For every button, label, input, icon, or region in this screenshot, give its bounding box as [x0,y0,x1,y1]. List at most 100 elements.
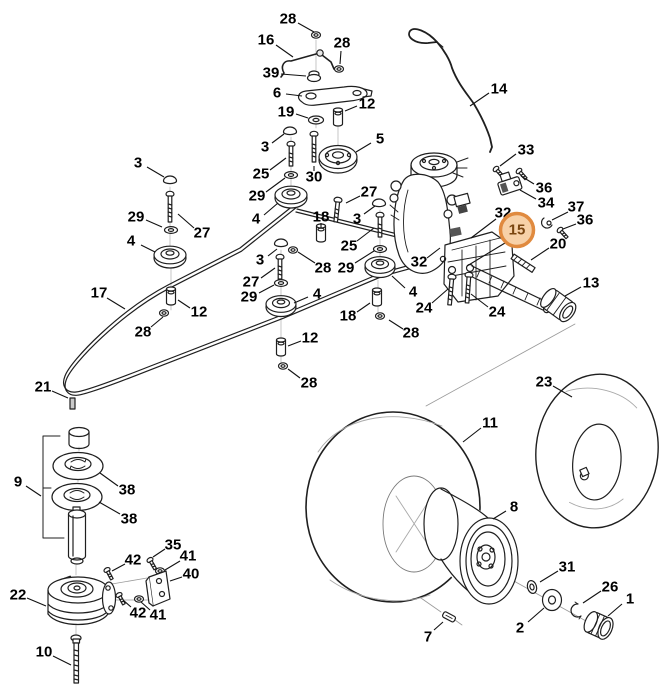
callout-17[interactable]: 17 [91,285,126,310]
callout-27[interactable]: 27 [243,267,276,291]
callout-3[interactable]: 3 [353,205,376,228]
callout-36[interactable]: 36 [520,175,552,197]
leader-line [492,510,507,520]
part-number: 9 [14,474,22,491]
spring-rod-16 [280,53,335,78]
callout-8[interactable]: 8 [492,499,518,520]
callout-1[interactable]: 1 [607,591,634,617]
callout-35[interactable]: 35 [152,537,182,558]
callout-34[interactable]: 34 [519,189,555,212]
callout-18[interactable]: 18 [313,209,330,229]
callout-29[interactable]: 29 [128,209,163,228]
callout-28[interactable]: 28 [135,316,164,341]
callout-7[interactable]: 7 [424,621,444,646]
callout-6[interactable]: 6 [273,85,303,102]
leader-line [265,177,286,193]
callout-25[interactable]: 25 [253,157,287,183]
callout-12[interactable]: 12 [287,330,319,347]
snap-ring-26 [570,601,582,620]
callout-24[interactable]: 24 [416,288,449,317]
callout-23[interactable]: 23 [536,374,573,398]
callout-28[interactable]: 28 [287,368,317,392]
callout-39[interactable]: 39 [263,65,307,82]
callout-15[interactable]: 15 [466,211,536,267]
callout-32[interactable]: 32 [411,247,441,271]
callout-4[interactable]: 4 [252,202,279,228]
callout-16[interactable]: 16 [258,32,294,58]
callout-5[interactable]: 5 [355,131,384,153]
callout-18[interactable]: 18 [340,302,371,325]
callout-33[interactable]: 33 [499,142,534,167]
callout-31[interactable]: 31 [539,559,576,583]
right-idler-stack [331,196,396,320]
part-number: 34 [538,195,555,212]
callout-28[interactable]: 28 [334,35,351,65]
callout-4[interactable]: 4 [293,286,322,304]
callout-4[interactable]: 4 [127,233,156,253]
callout-27[interactable]: 27 [345,184,377,204]
callout-42[interactable]: 42 [111,552,142,572]
callout-4[interactable]: 4 [391,275,418,301]
pulley-disc-38a [52,451,104,481]
callout-10[interactable]: 10 [36,644,72,666]
part-number: 24 [416,300,433,317]
wheel-rim-8 [423,487,519,605]
diagram-line-art [42,28,659,684]
callout-38[interactable]: 38 [98,501,137,528]
callout-13[interactable]: 13 [564,275,599,297]
clip-37 [540,217,553,229]
pulley-4a [274,185,308,209]
callout-3[interactable]: 3 [134,155,165,178]
callout-12[interactable]: 12 [344,96,375,113]
callout-25[interactable]: 25 [341,227,375,255]
callout-2[interactable]: 2 [516,607,545,637]
callout-3[interactable]: 3 [261,133,285,156]
pulley-4d [364,256,396,279]
part-number: 42 [125,552,142,569]
leader-line [285,93,303,97]
callout-42[interactable]: 42 [122,599,146,622]
part-number: 31 [559,559,576,576]
leader-line [499,153,517,167]
callout-29[interactable]: 29 [338,250,375,277]
callout-28[interactable]: 28 [388,319,419,342]
leader-line [293,296,309,304]
part-number: 18 [340,308,357,325]
part-number: 28 [334,35,351,52]
callout-29[interactable]: 29 [249,177,286,205]
part-number: 12 [302,330,319,347]
callout-14[interactable]: 14 [469,81,508,107]
callout-40[interactable]: 40 [169,566,199,583]
callout-36[interactable]: 36 [562,212,593,230]
callout-26[interactable]: 26 [582,579,618,604]
part-number: 15 [509,222,526,239]
callout-12[interactable]: 12 [177,299,207,321]
callout-9[interactable]: 9 [14,474,42,497]
leader-line [111,563,126,572]
part-number: 4 [313,286,322,303]
callout-38[interactable]: 38 [99,472,135,499]
callout-41[interactable]: 41 [164,548,196,571]
callout-27[interactable]: 27 [177,213,210,242]
callout-11[interactable]: 11 [462,415,498,443]
leader-line [356,227,375,242]
callout-21[interactable]: 21 [35,379,69,399]
part-number: 30 [306,169,323,186]
leader-line [462,427,482,443]
callout-28[interactable]: 28 [297,251,331,277]
part-number: 29 [241,289,258,306]
callout-28[interactable]: 28 [280,11,315,33]
callout-29[interactable]: 29 [241,284,275,306]
callout-19[interactable]: 19 [278,104,309,121]
callout-22[interactable]: 22 [10,587,47,607]
part-number: 16 [258,32,275,49]
callout-41[interactable]: 41 [140,601,166,624]
part-number: 4 [127,233,136,250]
part-number: 35 [165,537,182,554]
callout-24[interactable]: 24 [470,293,506,321]
callout-37[interactable]: 37 [551,199,584,221]
callout-3[interactable]: 3 [256,248,278,269]
callout-20[interactable]: 20 [530,236,566,261]
callout-30[interactable]: 30 [306,166,323,186]
